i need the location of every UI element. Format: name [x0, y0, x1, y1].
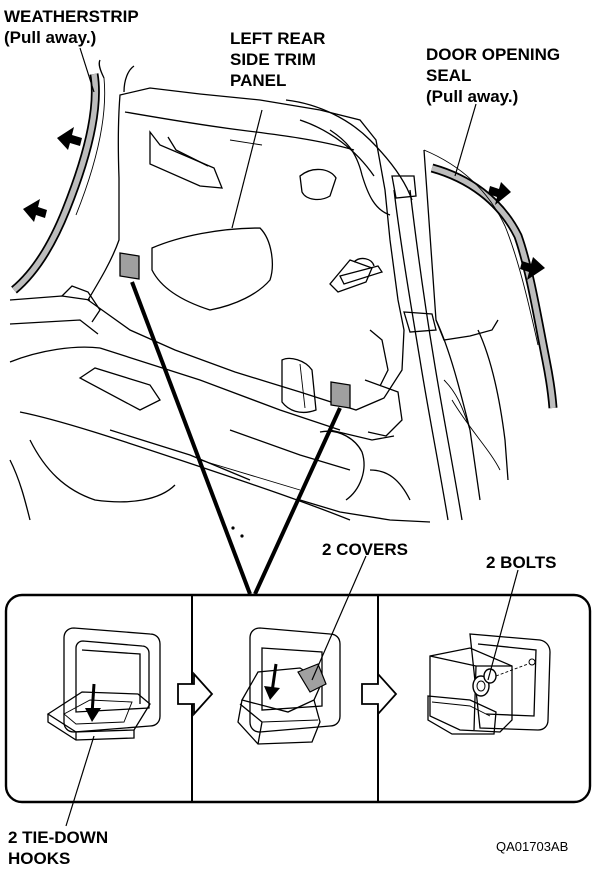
pull-arrow-icon [520, 257, 545, 280]
step-3-bolt-removal [427, 633, 551, 735]
pillar-area [329, 149, 509, 501]
svg-text:SIDE TRIM: SIDE TRIM [230, 50, 316, 69]
pull-arrow-icon [23, 199, 47, 222]
seat-belt [339, 175, 463, 521]
svg-text:LEFT REAR: LEFT REAR [230, 29, 325, 48]
label-trim-panel: LEFT REAR SIDE TRIM PANEL [230, 29, 325, 90]
label-door-seal: DOOR OPENING SEAL (Pull away.) [426, 45, 560, 106]
svg-text:DOOR OPENING: DOOR OPENING [426, 45, 560, 64]
detail-box [4, 593, 592, 804]
callout-lines [130, 281, 342, 595]
roof-edge [98, 59, 413, 201]
label-bolts: 2 BOLTS [486, 553, 557, 572]
svg-text:WEATHERSTRIP: WEATHERSTRIP [4, 7, 139, 26]
step-2-hook-with-cover [237, 627, 341, 745]
cover-right [330, 381, 351, 409]
figure-code: QA01703AB [496, 839, 568, 854]
svg-text:2 TIE-DOWN: 2 TIE-DOWN [8, 828, 108, 847]
step-1-tie-down-hook [46, 627, 161, 741]
leader-lines [65, 47, 519, 827]
door-opening-seal [423, 149, 558, 409]
label-covers: 2 COVERS [322, 540, 408, 559]
pull-arrow-icon [488, 182, 511, 205]
step-arrow-icon [177, 671, 214, 717]
label-weatherstrip: WEATHERSTRIP (Pull away.) [4, 7, 139, 47]
svg-text:PANEL: PANEL [230, 71, 286, 90]
step-arrow-icon [361, 671, 398, 717]
push-down-arrow-icon [264, 686, 280, 700]
cargo-floor [9, 285, 431, 538]
vehicle-interior-illustration [9, 59, 558, 538]
svg-text:(Pull away.): (Pull away.) [426, 87, 518, 106]
svg-text:(Pull away.): (Pull away.) [4, 28, 96, 47]
label-hooks: 2 TIE-DOWN HOOKS [8, 828, 108, 868]
svg-text:HOOKS: HOOKS [8, 849, 70, 868]
push-down-arrow-icon [85, 708, 101, 722]
left-weatherstrip [11, 73, 106, 294]
svg-text:SEAL: SEAL [426, 66, 471, 85]
side-trim-panel [87, 87, 405, 414]
cover-left [119, 252, 140, 280]
pull-arrow-icon [57, 127, 82, 150]
